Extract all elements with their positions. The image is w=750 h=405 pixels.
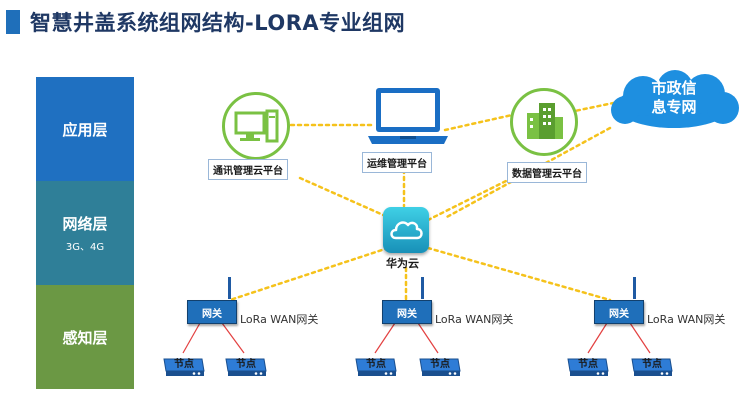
link-gw2-node1 xyxy=(374,322,396,354)
network-layer: 网络层 3G、4G xyxy=(36,181,134,285)
node-label: 节点 xyxy=(642,359,662,370)
node-device-icon xyxy=(225,358,267,376)
data-platform-label: 数据管理云平台 xyxy=(507,162,587,183)
gateway-1-antenna xyxy=(228,277,231,299)
page-title: 智慧井盖系统组网结构-LORA专业组网 xyxy=(30,11,406,35)
link-gw1-node2 xyxy=(221,322,245,354)
network-layer-subtitle: 3G、4G xyxy=(65,242,105,253)
node: 节点 xyxy=(162,353,206,381)
node: 节点 xyxy=(354,353,398,381)
link-cloud-gateway-3 xyxy=(426,246,612,302)
gateway-3-antenna xyxy=(633,277,636,299)
perception-layer: 感知层 xyxy=(36,285,134,389)
desktop-computer-icon xyxy=(234,109,279,143)
link-gw3-node2 xyxy=(629,322,651,354)
municipal-network-cloud: 市政信 息专网 xyxy=(605,70,743,132)
comm-platform-icon xyxy=(222,92,290,160)
node-device-icon xyxy=(631,358,673,376)
node-label: 节点 xyxy=(578,359,598,370)
link-ops-data xyxy=(443,113,514,132)
perception-layer-label: 感知层 xyxy=(62,328,108,347)
node-device-icon xyxy=(567,358,609,376)
gateway-3-type-label: LoRa WAN网关 xyxy=(647,313,726,326)
gateway-2: 网关 xyxy=(382,300,432,324)
link-cloud-gateway-1 xyxy=(228,246,390,302)
node: 节点 xyxy=(418,353,462,381)
node-label: 节点 xyxy=(430,359,450,370)
gateway-1-type-label: LoRa WAN网关 xyxy=(240,313,319,326)
node-device-icon xyxy=(163,358,205,376)
node-label: 节点 xyxy=(236,359,256,370)
municipal-network-line1: 市政信 xyxy=(651,79,697,97)
node-device-icon xyxy=(419,358,461,376)
node: 节点 xyxy=(630,353,674,381)
application-layer-label: 应用层 xyxy=(62,120,108,139)
node-device-icon xyxy=(355,358,397,376)
link-gw3-node1 xyxy=(587,322,608,354)
node-label: 节点 xyxy=(366,359,386,370)
laptop-icon xyxy=(368,88,448,144)
municipal-network-line2: 息专网 xyxy=(651,98,697,116)
link-data-municipal xyxy=(568,100,620,114)
link-gw2-node2 xyxy=(417,322,439,354)
huawei-cloud-icon xyxy=(383,207,429,253)
node: 节点 xyxy=(566,353,610,381)
data-platform-icon xyxy=(510,88,578,156)
gateway-3: 网关 xyxy=(594,300,644,324)
title-bar: 智慧井盖系统组网结构-LORA专业组网 xyxy=(0,6,405,38)
gateway-2-antenna xyxy=(421,277,424,299)
gateway-2-type-label: LoRa WAN网关 xyxy=(435,313,514,326)
network-layer-label: 网络层 xyxy=(62,215,108,233)
cloud-icon xyxy=(390,221,423,240)
link-data-cloud xyxy=(426,176,514,222)
title-accent-bar xyxy=(6,10,20,34)
link-comm-cloud xyxy=(298,176,392,220)
comm-platform-label: 通讯管理云平台 xyxy=(208,159,288,180)
node: 节点 xyxy=(224,353,268,381)
application-layer: 应用层 xyxy=(36,77,134,181)
cloud-shape-icon xyxy=(611,70,739,128)
municipal-network-label: 市政信 息专网 xyxy=(605,79,743,117)
link-gw1-node1 xyxy=(182,322,201,354)
gateway-1: 网关 xyxy=(187,300,237,324)
node-label: 节点 xyxy=(174,359,194,370)
building-icon xyxy=(527,103,563,139)
ops-platform-label: 运维管理平台 xyxy=(362,152,432,173)
huawei-cloud-label: 华为云 xyxy=(386,257,419,270)
